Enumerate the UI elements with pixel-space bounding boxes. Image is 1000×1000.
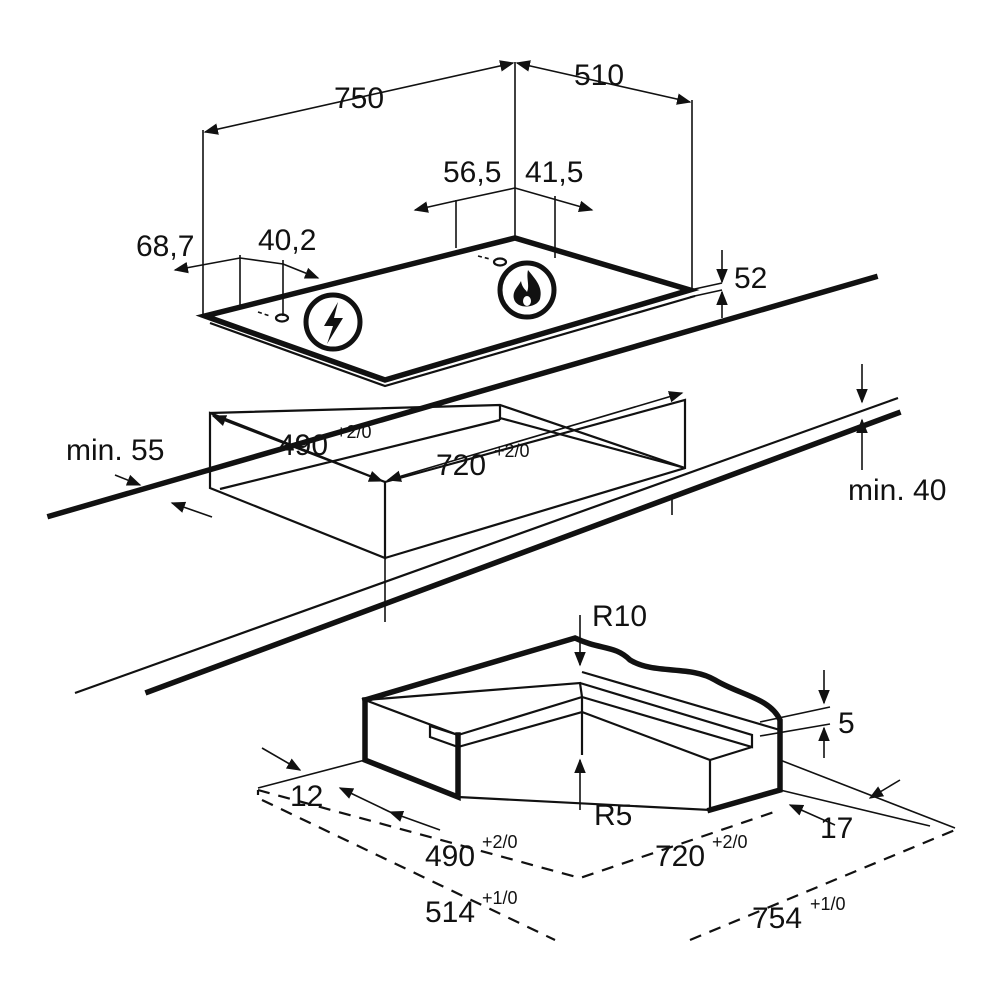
label-754-tol: +1/0	[810, 894, 846, 914]
label-seal-720-tol: +2/0	[712, 832, 748, 852]
dimension-12: 12	[257, 747, 391, 813]
label-cutout-490: 490	[278, 429, 328, 462]
dimension-5: 5	[759, 670, 855, 758]
label-41-5: 41,5	[525, 156, 583, 189]
label-40-2: 40,2	[258, 224, 316, 257]
dimension-electric-position: 68,7 40,2	[136, 224, 320, 279]
label-min-55: min. 55	[66, 434, 164, 467]
label-514-tol: +1/0	[482, 888, 518, 908]
dimension-514: 514 +1/0	[425, 888, 518, 929]
label-56-5: 56,5	[443, 156, 501, 189]
label-750: 750	[334, 82, 384, 115]
dimension-754: 754 +1/0	[752, 894, 846, 935]
label-cutout-720: 720	[436, 449, 486, 482]
label-r10: R10	[592, 600, 647, 633]
label-68-7: 68,7	[136, 230, 194, 263]
dimension-min-55: min. 55	[66, 434, 213, 518]
worktop-cutout	[46, 273, 902, 696]
label-min-40: min. 40	[848, 474, 946, 507]
dimension-52: 52	[689, 250, 767, 318]
dimension-cutout-490: 490 +2/0	[211, 415, 384, 482]
lightning-bolt-icon	[303, 292, 363, 352]
dimension-seal-490: 490 +2/0	[425, 832, 518, 873]
label-cutout-720-tol: +2/0	[494, 441, 530, 461]
dimension-750: 750	[203, 60, 515, 135]
dimension-gas-position: 56,5 41,5	[413, 156, 594, 213]
dimension-min-40: min. 40	[848, 364, 946, 507]
label-cutout-490-tol: +2/0	[336, 422, 372, 442]
dashed-outlines	[256, 788, 956, 942]
dimension-cutout-720: 720 +2/0	[386, 391, 684, 482]
label-514: 514	[425, 896, 475, 929]
label-seal-490-tol: +2/0	[482, 832, 518, 852]
label-510: 510	[574, 59, 624, 92]
label-r5: R5	[594, 799, 632, 832]
label-5: 5	[838, 707, 855, 740]
dimension-17: 17	[779, 759, 956, 845]
label-12: 12	[290, 780, 323, 813]
radius-labels: R10 R5	[574, 600, 647, 832]
label-52: 52	[734, 262, 767, 295]
corner-detail	[361, 635, 783, 814]
dimension-510: 510	[515, 59, 692, 105]
label-754: 754	[752, 902, 802, 935]
label-seal-720: 720	[655, 840, 705, 873]
dimension-seal-720: 720 +2/0	[655, 832, 748, 873]
label-seal-490: 490	[425, 840, 475, 873]
flame-icon	[497, 260, 557, 320]
label-17: 17	[820, 812, 853, 845]
